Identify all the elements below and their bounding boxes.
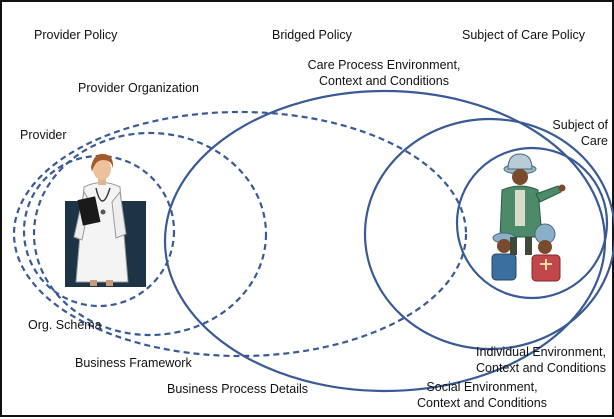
business-framework-label: Business Framework [75, 356, 192, 370]
subject-of-care-label-line2: Care [580, 133, 608, 148]
provider-policy-label: Provider Policy [34, 28, 118, 42]
provider-organization-label: Provider Organization [78, 81, 199, 95]
care-process-label-line1: Care Process Environment, [307, 58, 461, 72]
individual-environment-label: Individual Environment, Context and Cond… [472, 345, 610, 376]
subject-of-care-label: Subject of Care [542, 118, 608, 149]
org-schema-label: Org. Schema [28, 318, 102, 332]
business-framework-ellipse [12, 110, 468, 358]
individual-environment-label-line2: Context and Conditions [476, 360, 606, 375]
business-process-details-label: Business Process Details [167, 382, 309, 396]
doctor-icon [65, 153, 146, 287]
provider-label: Provider [20, 128, 67, 142]
social-environment-label: Social Environment, Context and Conditio… [412, 380, 552, 411]
subject-of-care-circle [455, 146, 609, 300]
individual-environment-ellipse [363, 117, 614, 351]
social-environment-label-line2: Context and Conditions [417, 395, 547, 410]
individual-environment-label-line1: Individual Environment, [476, 345, 606, 359]
bridged-policy-label: Bridged Policy [272, 28, 352, 42]
subject-of-care-label-line1: Subject of [552, 118, 608, 132]
care-process-label-line2: Context and Conditions [319, 73, 449, 88]
org-schema-ellipse [32, 131, 268, 337]
subject-policy-label: Subject of Care Policy [462, 28, 585, 42]
care-process-label: Care Process Environment, Context and Co… [302, 58, 466, 89]
patient-with-children-icon [491, 153, 566, 282]
social-environment-label-line1: Social Environment, [426, 380, 538, 394]
